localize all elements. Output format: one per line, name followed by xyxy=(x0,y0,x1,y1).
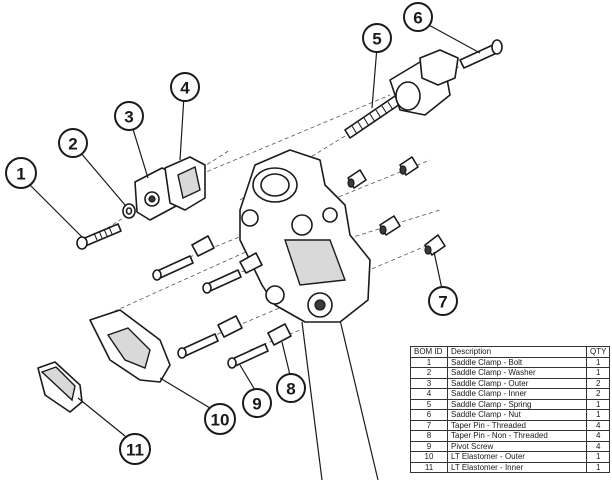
bom-id: 9 xyxy=(410,440,448,452)
bom-description: Taper Pin - Threaded xyxy=(447,419,587,431)
bom-description: Saddle Clamp - Outer xyxy=(447,377,587,389)
bom-id: 2 xyxy=(410,367,448,379)
bom-id: 11 xyxy=(410,461,448,473)
callout-7: 7 xyxy=(428,286,458,316)
linkage-body xyxy=(239,149,371,323)
part-2-washer xyxy=(122,203,136,219)
bom-qty: 1 xyxy=(585,398,611,410)
bom-id: 7 xyxy=(410,419,448,431)
bom-qty: 2 xyxy=(585,388,611,400)
callout-11: 11 xyxy=(119,433,151,465)
bom-qty: 4 xyxy=(585,419,611,431)
svg-text:7: 7 xyxy=(438,293,447,312)
svg-text:4: 4 xyxy=(180,79,190,98)
bom-id: 6 xyxy=(410,409,448,421)
bom-id: 8 xyxy=(410,430,448,442)
svg-text:1: 1 xyxy=(16,165,25,184)
bom-id: 5 xyxy=(410,398,448,410)
bom-id: 3 xyxy=(410,377,448,389)
bom-qty: 4 xyxy=(585,440,611,452)
svg-text:3: 3 xyxy=(124,108,133,127)
callout-1: 1 xyxy=(5,157,37,189)
seatpost-lines xyxy=(301,319,379,481)
bom-description: Saddle Clamp - Bolt xyxy=(447,356,587,368)
bom-qty: 1 xyxy=(585,409,611,421)
part-9-pivot-screws xyxy=(152,255,269,369)
bom-description: LT Elastomer - Outer xyxy=(447,451,587,463)
svg-text:2: 2 xyxy=(68,135,77,154)
bom-header-id: BOM ID xyxy=(410,346,448,358)
bom-description: LT Elastomer - Inner xyxy=(447,461,587,473)
part-4-clamp-inner xyxy=(164,156,206,211)
callout-5: 5 xyxy=(362,23,392,53)
bom-id: 4 xyxy=(410,388,448,400)
bom-description: Pivot Screw xyxy=(447,440,587,452)
bom-header-description: Description xyxy=(447,346,587,358)
callout-3: 3 xyxy=(114,101,144,131)
svg-text:5: 5 xyxy=(372,30,381,49)
svg-text:10: 10 xyxy=(211,411,230,430)
part-6-nut xyxy=(389,39,503,116)
callout-2: 2 xyxy=(58,128,88,158)
callout-4: 4 xyxy=(170,72,200,102)
part-8-taper-pins xyxy=(191,235,292,346)
bom-id: 10 xyxy=(410,451,448,463)
bom-qty: 4 xyxy=(585,430,611,442)
callout-leaders xyxy=(27,23,481,437)
svg-text:11: 11 xyxy=(126,441,144,460)
bom-description: Saddle Clamp - Washer xyxy=(447,367,587,379)
bom-qty: 1 xyxy=(585,461,611,473)
part-11-elastomer-inner xyxy=(37,361,83,413)
bom-description: Saddle Clamp - Nut xyxy=(447,409,587,421)
svg-text:8: 8 xyxy=(286,380,295,399)
bom-header-row: BOM ID Description QTY xyxy=(410,346,611,358)
bom-description: Saddle Clamp - Spring xyxy=(447,398,587,410)
callout-9: 9 xyxy=(242,388,272,418)
callout-6: 6 xyxy=(403,2,433,32)
bom-qty: 2 xyxy=(585,377,611,389)
bom-header-qty: QTY xyxy=(585,346,611,358)
bom-qty: 1 xyxy=(585,451,611,463)
svg-text:6: 6 xyxy=(413,9,422,28)
bom-id: 1 xyxy=(410,356,448,368)
part-7-taper-pins xyxy=(347,156,446,256)
callout-10: 10 xyxy=(204,403,236,435)
svg-text:9: 9 xyxy=(252,395,261,414)
bom-description: Saddle Clamp - Inner xyxy=(447,388,587,400)
bom-qty: 1 xyxy=(585,367,611,379)
callout-8: 8 xyxy=(276,373,306,403)
part-1-bolt xyxy=(76,223,122,250)
bom-qty: 1 xyxy=(585,356,611,368)
part-10-elastomer-outer xyxy=(89,309,171,383)
bom-description: Taper Pin - Non - Threaded xyxy=(447,430,587,442)
